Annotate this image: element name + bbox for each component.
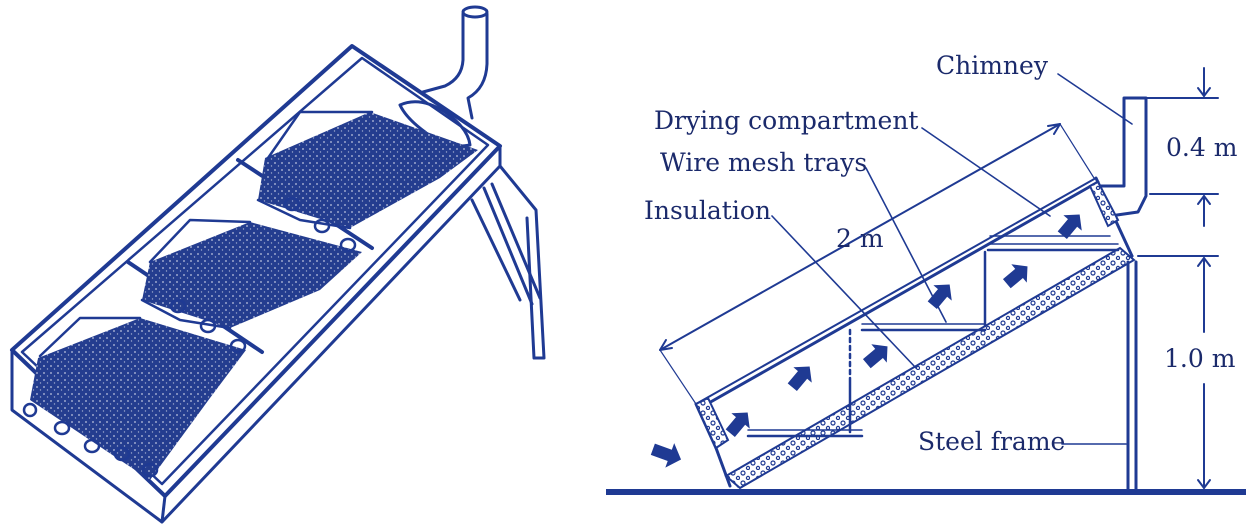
wire-mesh-trays-3d xyxy=(30,112,478,480)
airflow-arrow xyxy=(650,443,682,468)
leader-lines xyxy=(771,73,1133,445)
chimney-height-label: 0.4 m xyxy=(1166,133,1238,162)
dryer-cross-section: Chimney Drying compartment Wire mesh tra… xyxy=(606,51,1246,495)
steel-frame-leg xyxy=(1126,260,1138,492)
airflow-arrow xyxy=(1002,264,1028,289)
drying-compartment-label: Drying compartment xyxy=(654,106,918,135)
airflow-arrow xyxy=(1057,214,1082,240)
insulation-left-wall xyxy=(694,396,730,450)
steel-frame-legs-3d xyxy=(470,164,546,360)
dryer-perspective-drawing xyxy=(10,5,546,524)
chimney-pipe-3d xyxy=(421,5,489,120)
insulation-top-wall xyxy=(1088,180,1120,228)
chimney-label: Chimney xyxy=(936,51,1049,80)
length-dimension xyxy=(659,123,1095,405)
airflow-arrow xyxy=(787,366,812,392)
insulation-band xyxy=(724,246,1136,490)
insulation-label: Insulation xyxy=(644,196,771,225)
wire-mesh-trays-section xyxy=(746,235,1120,438)
height-dimensions xyxy=(1137,67,1219,489)
airflow-arrow xyxy=(862,344,888,369)
tray-hoppers-3d xyxy=(38,110,374,358)
airflow-arrows xyxy=(650,214,1082,468)
airflow-arrow xyxy=(725,412,750,438)
dryer-box-side xyxy=(10,100,502,524)
frame-height-label: 1.0 m xyxy=(1164,344,1236,373)
airflow-arrow xyxy=(927,284,952,310)
length-label: 2 m xyxy=(836,224,884,253)
steel-frame-label: Steel frame xyxy=(918,427,1065,456)
wire-mesh-trays-label: Wire mesh trays xyxy=(660,148,867,177)
vent-holes-3d xyxy=(22,196,357,478)
